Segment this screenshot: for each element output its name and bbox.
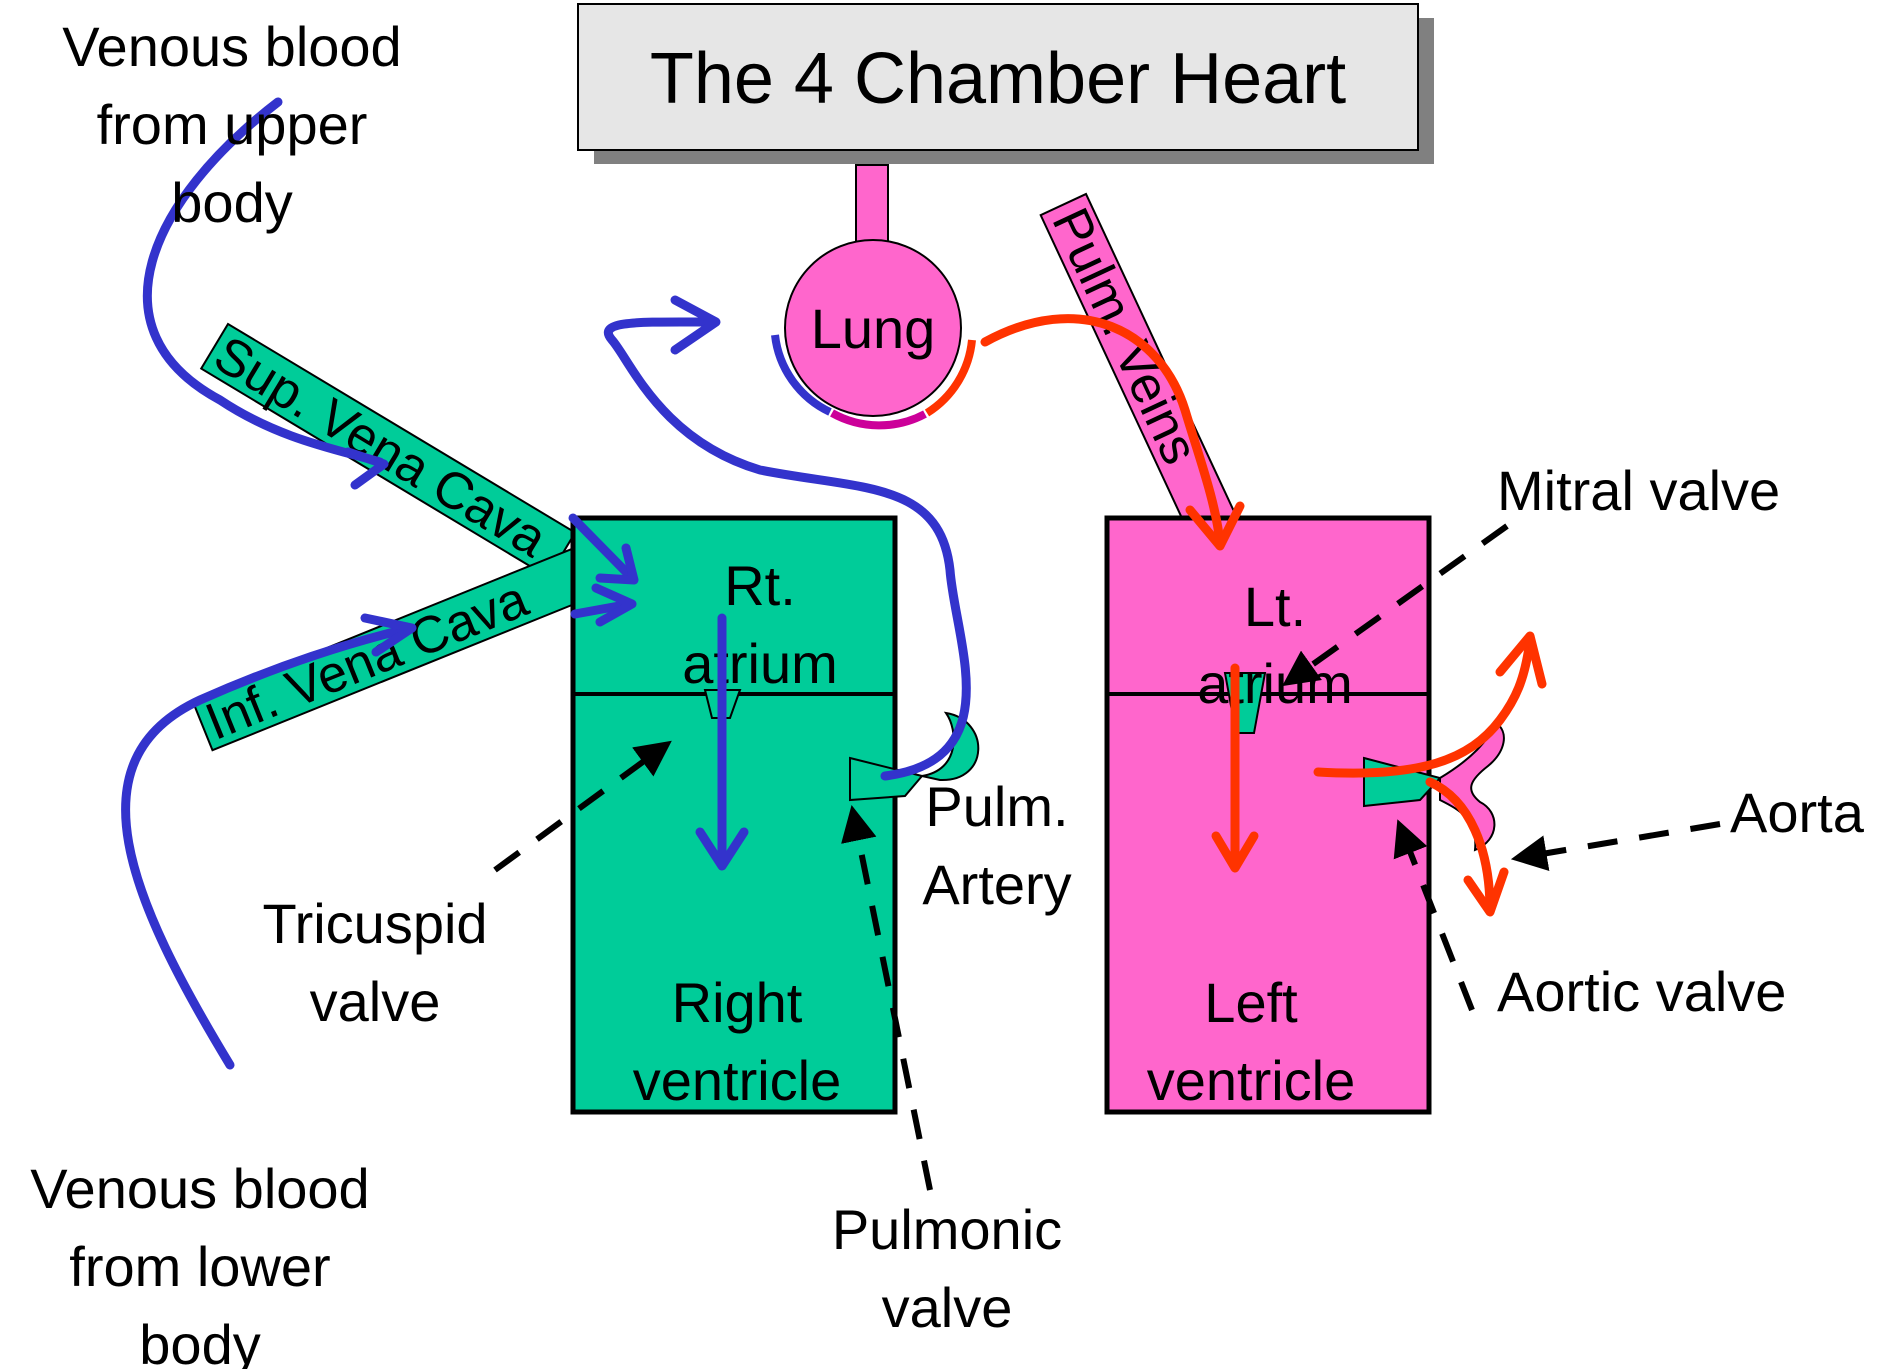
pulm-artery-label-2: Artery xyxy=(922,853,1071,916)
lt-atrium-label-2: atrium xyxy=(1197,652,1353,715)
tricuspid-label-1: Tricuspid xyxy=(262,892,487,955)
mitral-label: Mitral valve xyxy=(1497,459,1780,522)
pulmonic-label-2: valve xyxy=(882,1276,1013,1339)
right-ventricle-label-2: ventricle xyxy=(633,1049,842,1112)
right-ventricle-label-1: Right xyxy=(672,971,803,1034)
title-box: The 4 Chamber Heart xyxy=(578,4,1434,164)
venous-upper-label-2: from upper xyxy=(97,93,368,156)
venous-lower-label-2: from lower xyxy=(69,1235,330,1298)
sup-vena-cava-label: Sup. Vena Cava xyxy=(204,325,556,568)
aorta-label: Aorta xyxy=(1730,781,1865,844)
rt-atrium-label-1: Rt. xyxy=(724,554,796,617)
pulm-artery-label-1: Pulm. xyxy=(925,775,1068,838)
pulmonic-label-1: Pulmonic xyxy=(832,1198,1062,1261)
tricuspid-label-2: valve xyxy=(310,970,441,1033)
sup-vena-cava: Sup. Vena Cava xyxy=(199,322,576,580)
aortic-label: Aortic valve xyxy=(1497,960,1786,1023)
venous-upper-label-3: body xyxy=(171,171,292,234)
inf-vena-cava-label: Inf. Vena Cava xyxy=(198,570,536,752)
rt-atrium-label-2: atrium xyxy=(682,632,838,695)
aorta-lower-path xyxy=(1430,782,1490,910)
title: The 4 Chamber Heart xyxy=(650,39,1346,119)
lt-atrium-label-1: Lt. xyxy=(1244,575,1306,638)
left-ventricle-label-1: Left xyxy=(1204,971,1298,1034)
venous-lower-label-3: body xyxy=(139,1313,260,1369)
left-ventricle-label-2: ventricle xyxy=(1147,1049,1356,1112)
aorta-pointer xyxy=(1518,824,1720,858)
venous-upper-label-1: Venous blood xyxy=(62,15,401,78)
lung-label: Lung xyxy=(811,297,936,360)
inf-vena-cava: Inf. Vena Cava xyxy=(192,547,594,754)
venous-lower-label-1: Venous blood xyxy=(30,1157,369,1220)
